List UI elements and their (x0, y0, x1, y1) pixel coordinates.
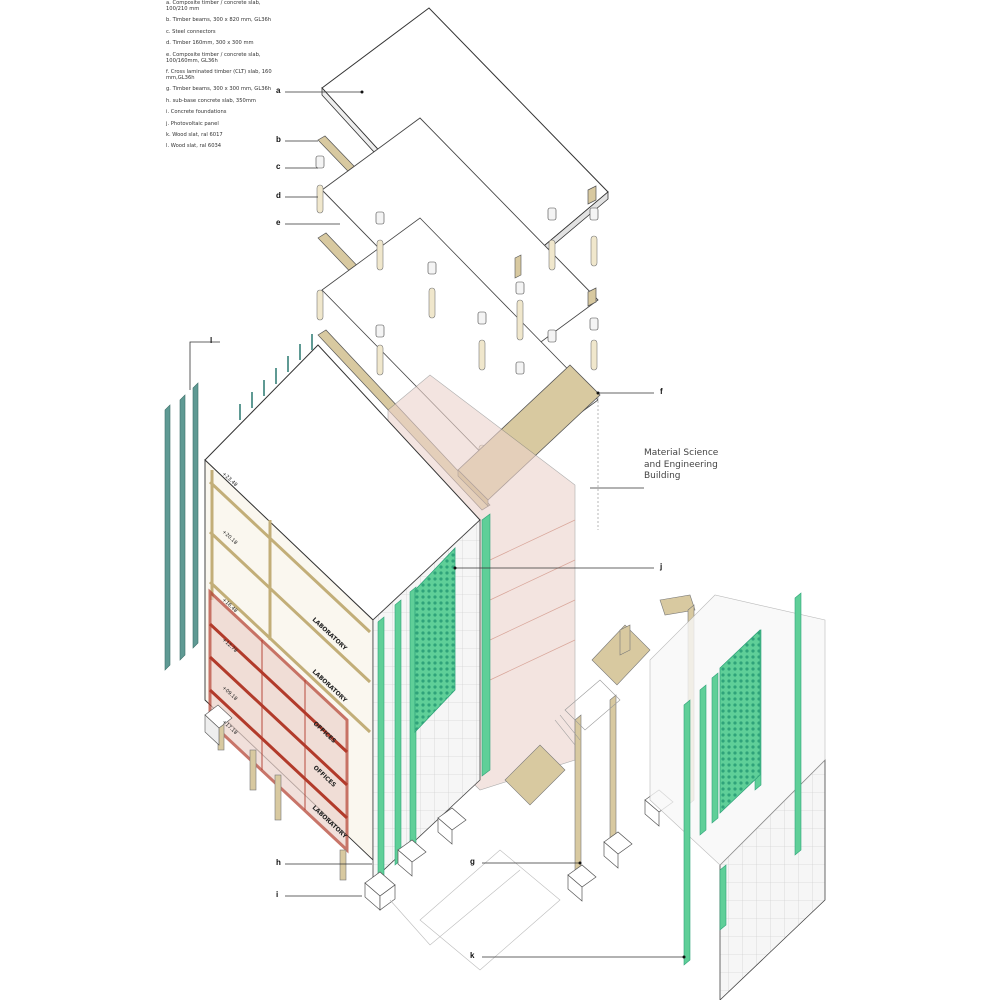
callout-b: b (276, 135, 281, 144)
callout-c: c (276, 162, 281, 171)
legend-item: a. Composite timber / concrete slab, 100… (166, 0, 261, 12)
callout-l: l (210, 336, 213, 345)
red-frame-floors (208, 588, 349, 854)
legend-item: c. Steel connectors (166, 28, 216, 35)
concrete-foundations-i (364, 807, 467, 911)
legend: a. Composite timber / concrete slab, 100… (166, 0, 276, 155)
callout-a: a (276, 86, 281, 95)
callout-d: d (276, 191, 281, 200)
callout-i: i (276, 890, 279, 899)
callout-h: h (276, 858, 281, 867)
legend-item: e. Composite timber / concrete slab, 100… (166, 51, 261, 64)
legend-item: g. Timber beams, 300 x 300 mm, GL36h (166, 86, 272, 93)
legend-item: i. Concrete foundations (166, 109, 227, 116)
pv-panel-j (414, 547, 456, 733)
pv-panel-right (719, 629, 761, 814)
ground-outline (389, 849, 561, 971)
callout-e: e (276, 218, 281, 227)
legend-item: d. Timber 160mm, 300 x 300 mm (166, 40, 254, 47)
legend-item: f. Cross laminated timber (CLT) slab, 16… (166, 68, 272, 81)
stair-lines (554, 679, 621, 746)
pv-fins-right (683, 592, 802, 966)
legend-item: l. Wood slat, ral 6034 (166, 143, 222, 150)
callout-k: k (470, 951, 475, 960)
wood-slats-l (164, 382, 199, 671)
pv-fins-building (377, 513, 491, 881)
legend-item: h. sub-base concrete slab, 350mm (166, 97, 256, 104)
legend-item: b. Timber beams, 300 x 820 mm, GL36h (166, 17, 272, 24)
leader-lines (189, 91, 684, 958)
building-label: Material Science and Engineering Buildin… (644, 448, 719, 481)
callout-f: f (660, 387, 663, 396)
legend-item: k. Wood slat, ral 6017 (166, 131, 223, 138)
callout-j: j (660, 562, 663, 571)
callout-g: g (470, 857, 475, 866)
legend-item: j. Photovoltaic panel (166, 120, 219, 127)
